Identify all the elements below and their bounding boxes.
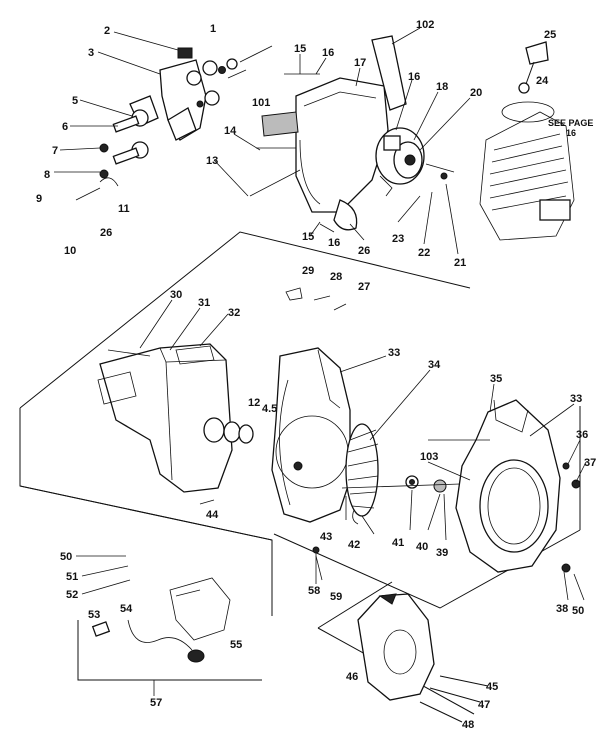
blower-cover (428, 399, 581, 573)
label-43: 43 (320, 531, 332, 543)
part-102 (371, 35, 407, 111)
impeller (345, 423, 379, 517)
label-55: 55 (230, 639, 242, 651)
label-20: 20 (470, 87, 482, 99)
label-16-mid: 16 (408, 71, 420, 83)
label-6: 6 (62, 121, 68, 133)
label-37: 37 (584, 457, 596, 469)
label-29: 29 (302, 265, 314, 277)
label-44: 44 (206, 509, 219, 521)
label-8: 8 (44, 169, 50, 181)
label-41: 41 (392, 537, 404, 549)
label-32: 32 (228, 307, 240, 319)
label-34: 34 (428, 359, 441, 371)
label-27: 27 (358, 281, 370, 293)
label-21: 21 (454, 257, 466, 269)
label-45: 45 (486, 681, 498, 693)
label-47: 47 (478, 699, 490, 711)
label-22: 22 (418, 247, 430, 259)
label-28: 28 (330, 271, 342, 283)
label-102: 102 (416, 19, 434, 31)
label-50: 50 (572, 605, 584, 617)
label-57: 57 (150, 697, 162, 709)
bracket-assembly (75, 45, 273, 201)
label-26-right: 26 (358, 245, 370, 257)
fuel-filter-assembly (76, 555, 231, 696)
part-2-clip (177, 47, 193, 59)
label-24: 24 (536, 75, 549, 87)
washers (341, 475, 461, 525)
hardware-small-parts (199, 287, 347, 584)
label-16-bottom: 16 (328, 237, 340, 249)
label-33-right: 33 (570, 393, 582, 405)
label-18: 18 (436, 81, 448, 93)
starter-cover (357, 593, 489, 723)
label-52: 52 (66, 589, 78, 601)
ignition-assembly (375, 127, 455, 197)
label-39: 39 (436, 547, 448, 559)
label-1: 1 (210, 23, 216, 35)
label-30: 30 (170, 289, 182, 301)
fuel-tank-housing (97, 343, 254, 493)
choke-knob (518, 41, 549, 94)
label-9: 9 (36, 193, 42, 205)
label-103: 103 (420, 451, 438, 463)
label-36: 36 (576, 429, 588, 441)
label-51: 51 (66, 571, 78, 583)
note-see-page-number: 16 (566, 128, 576, 138)
label-23: 23 (392, 233, 404, 245)
label-26-left: 26 (100, 227, 112, 239)
label-50-left: 50 (60, 551, 72, 563)
part-26-seal (333, 199, 358, 231)
label-12: 12 (248, 397, 260, 409)
label-15-top: 15 (294, 43, 306, 55)
blower-housing (271, 347, 351, 523)
label-38: 38 (556, 603, 568, 615)
assembly-outlines (19, 231, 581, 715)
label-14: 14 (224, 125, 237, 137)
leader-lines (54, 27, 587, 601)
note-see-page: SEE PAGE (548, 118, 593, 128)
label-10: 10 (64, 245, 76, 257)
label-53: 53 (88, 609, 100, 621)
label-40: 40 (416, 541, 428, 553)
label-7: 7 (52, 145, 58, 157)
label-4-5: 4.5 (262, 403, 277, 415)
part-labels: 1 2 3 5 6 7 8 9 10 11 13 14 15 16 17 102… (36, 19, 596, 731)
label-2: 2 (104, 25, 110, 37)
label-42: 42 (348, 539, 360, 551)
label-11: 11 (118, 203, 130, 215)
label-48: 48 (462, 719, 474, 731)
label-46: 46 (346, 671, 358, 683)
label-31: 31 (198, 297, 210, 309)
label-16-top: 16 (322, 47, 334, 59)
shroud-assembly (249, 35, 407, 231)
label-58: 58 (308, 585, 320, 597)
label-15-bottom: 15 (302, 231, 314, 243)
label-33-upper: 33 (388, 347, 400, 359)
part-101 (261, 111, 299, 137)
engine-cylinder (479, 101, 575, 241)
label-3: 3 (88, 47, 94, 59)
label-35: 35 (490, 373, 502, 385)
label-101: 101 (252, 97, 270, 109)
label-54: 54 (120, 603, 133, 615)
label-25: 25 (544, 29, 556, 41)
label-13: 13 (206, 155, 218, 167)
label-59: 59 (330, 591, 342, 603)
label-5: 5 (72, 95, 78, 107)
label-17: 17 (354, 57, 366, 69)
